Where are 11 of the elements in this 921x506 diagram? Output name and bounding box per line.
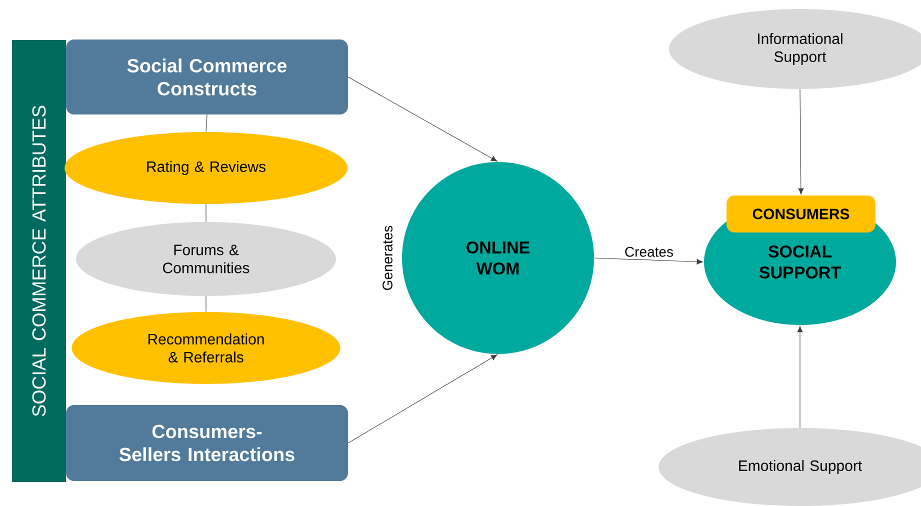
arrow (348, 76, 498, 162)
arrow (348, 354, 498, 444)
arrow (594, 258, 703, 264)
arrow (797, 326, 803, 428)
arrow (798, 88, 804, 194)
vertical-band: SOCIAL COMMERCE ATTRIBUTES (12, 40, 66, 482)
edge-label: Creates (624, 246, 675, 258)
tag-box: CONSUMERS (726, 196, 876, 232)
process-box: Social Commerce Constructs (66, 40, 348, 114)
side-label: Generates (382, 226, 392, 290)
process-box: Consumers-Sellers Interactions (66, 404, 348, 481)
